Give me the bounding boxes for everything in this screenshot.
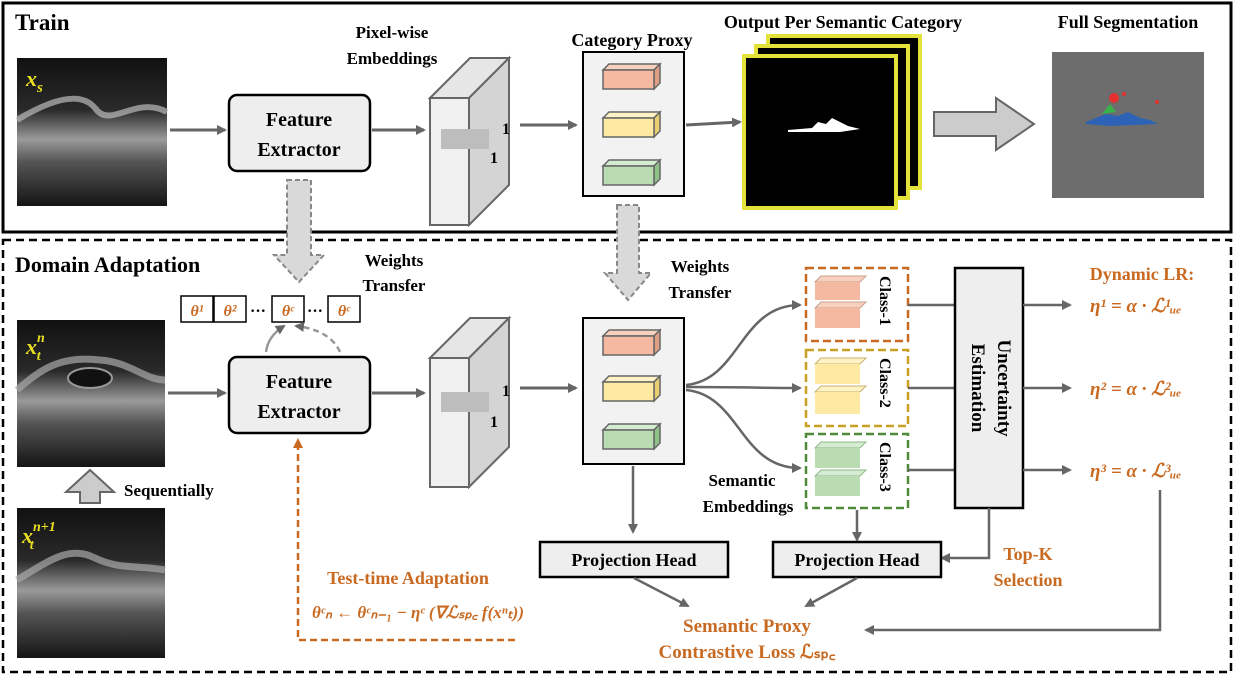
full-segmentation-image (1052, 52, 1204, 198)
output-per-category-label: Output Per Semantic Category (724, 12, 962, 32)
lr-equation-2: η² = α · ℒ²ᵤₑ (1090, 379, 1182, 400)
adapt-embeddings-block: 1 1 (427, 315, 512, 490)
svg-text:Class-1: Class-1 (876, 276, 893, 326)
svg-text:Class-3: Class-3 (876, 442, 893, 492)
projection-head-left: Projection Head (538, 540, 730, 579)
svg-text:θ²: θ² (223, 303, 237, 320)
svg-text:θᶜ: θᶜ (338, 303, 351, 320)
loss-label: Semantic Proxy (683, 616, 811, 637)
class-1-box: Class-1 (804, 266, 910, 343)
full-segmentation-label: Full Segmentation (1058, 12, 1199, 32)
weights-transfer-arrow-left (271, 179, 327, 284)
weights-transfer-label-left: Weights (365, 251, 424, 270)
pixel-embeddings-label-2: Embeddings (347, 49, 438, 68)
lr-equation-1: η¹ = α · ℒ¹ᵤₑ (1090, 296, 1182, 317)
svg-text:Projection Head: Projection Head (794, 550, 919, 570)
svg-text:···: ··· (307, 303, 323, 320)
svg-text:Class-2: Class-2 (876, 358, 893, 408)
svg-text:θᶜ: θᶜ (282, 303, 295, 320)
pixel-embeddings-block: 1 1 (427, 55, 512, 228)
svg-text:···: ··· (250, 303, 266, 320)
sequentially-label: Sequentially (124, 481, 214, 500)
top-k-label: Top-K (1003, 544, 1052, 564)
semantic-embeddings-label-2: Embeddings (703, 497, 794, 516)
svg-text:1: 1 (502, 121, 510, 138)
projection-head-right: Projection Head (771, 540, 943, 579)
adapt-cube-salmon (601, 328, 662, 357)
adapt-feature-extractor: Feature Extractor (227, 355, 372, 435)
uncertainty-estimation-box: Uncertainty Estimation (953, 266, 1025, 510)
adapt-cube-yellow (601, 374, 662, 403)
class-3-box: Class-3 (804, 432, 910, 510)
svg-text:1: 1 (490, 414, 498, 431)
semantic-embeddings-label: Semantic (708, 471, 776, 490)
proxy-cube-yellow (601, 110, 662, 139)
pixel-embeddings-label: Pixel-wise (356, 23, 429, 42)
weights-transfer-label-right-2: Transfer (669, 283, 732, 302)
source-oct-image: xs (15, 58, 169, 206)
svg-text:Projection Head: Projection Head (571, 550, 696, 570)
source-image-label: xs (25, 66, 43, 96)
tta-title: Test-time Adaptation (327, 568, 489, 588)
sequential-arrow (63, 468, 117, 504)
train-category-proxy (582, 51, 685, 197)
svg-text:Uncertainty: Uncertainty (993, 339, 1014, 437)
proxy-cube-green (601, 158, 662, 187)
proxy-cube-salmon (601, 62, 662, 91)
svg-text:1: 1 (490, 150, 498, 167)
weights-transfer-arrow-right (602, 204, 654, 302)
svg-text:Extractor: Extractor (257, 139, 340, 161)
class-2-box: Class-2 (804, 348, 910, 428)
tta-equation: θᶜₙ ← θᶜₙ₋₁ − ηᶜ (∇ℒₛₚ꜀ f(xⁿₜ)) (312, 603, 524, 622)
svg-text:Estimation: Estimation (967, 344, 988, 433)
category-proxy-label: Category Proxy (571, 30, 692, 50)
loss-label-2: Contrastive Loss ℒₛₚ꜀ (659, 642, 836, 663)
weights-transfer-label-right: Weights (671, 257, 730, 276)
adaptation-title: Domain Adaptation (15, 252, 200, 277)
svg-text:Feature: Feature (266, 371, 332, 393)
big-arrow (933, 96, 1036, 152)
lr-equation-3: η³ = α · ℒ³ᵤₑ (1090, 461, 1182, 482)
adapt-category-proxy (582, 317, 685, 465)
dynamic-lr-label: Dynamic LR: (1090, 264, 1195, 284)
svg-text:1: 1 (502, 383, 510, 400)
adapt-cube-green (601, 422, 662, 451)
top-k-label-2: Selection (994, 570, 1063, 590)
theta-parameters: θ¹ θ² ··· θᶜ ··· θᶜ (180, 295, 361, 323)
train-title: Train (15, 10, 70, 35)
svg-text:Extractor: Extractor (257, 401, 340, 423)
svg-text:θ¹: θ¹ (190, 303, 203, 320)
svg-text:Feature: Feature (266, 109, 332, 131)
weights-transfer-label-left-2: Transfer (363, 276, 426, 295)
train-feature-extractor: Feature Extractor (227, 93, 372, 173)
output-stack (742, 34, 922, 210)
